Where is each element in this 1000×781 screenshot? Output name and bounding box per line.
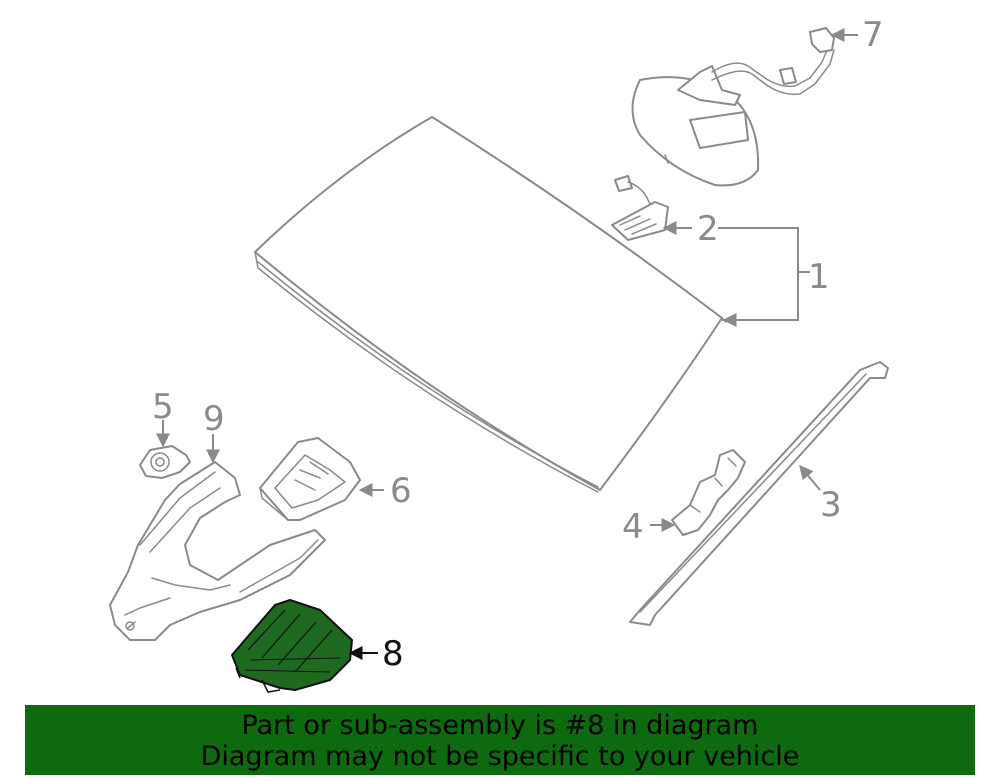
pillar-trim-part[interactable] (629, 361, 889, 626)
callout-7: 7 (862, 15, 884, 55)
console-housing-part[interactable] (109, 461, 326, 641)
overhead-lamp-part[interactable] (231, 599, 353, 693)
callout-9: 9 (203, 399, 225, 439)
callout-6: 6 (390, 471, 412, 511)
callout-8: 8 (382, 634, 404, 674)
callout-4: 4 (622, 507, 644, 547)
leader-1-bracket (718, 227, 799, 321)
banner-line-part-info: Part or sub-assembly is #8 in diagram (241, 710, 759, 741)
bracket-part[interactable] (671, 449, 746, 536)
rain-sensor-part[interactable] (611, 175, 669, 241)
parts-diagram: 1 2 3 4 5 6 7 8 9 (109, 15, 889, 693)
connector-part[interactable] (139, 445, 191, 479)
callout-3: 3 (820, 485, 842, 525)
callout-5: 5 (152, 387, 174, 427)
callout-1: 1 (808, 257, 830, 297)
info-banner: Part or sub-assembly is #8 in diagram Di… (25, 705, 975, 775)
rearview-mirror-part[interactable] (631, 27, 835, 187)
camera-module-part[interactable] (259, 437, 361, 521)
windshield-part[interactable] (254, 116, 727, 493)
leader-3 (799, 464, 821, 491)
banner-line-disclaimer: Diagram may not be specific to your vehi… (200, 741, 800, 772)
callout-2: 2 (697, 209, 719, 249)
